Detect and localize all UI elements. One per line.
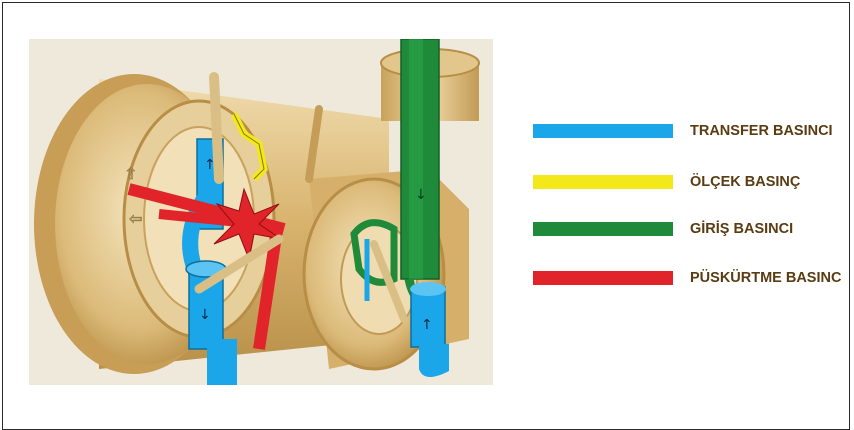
legend-swatch-transfer: [533, 124, 673, 138]
flow-arrow-icon: ↓: [415, 187, 427, 203]
transfer-outlet: [207, 339, 237, 385]
legend-swatch-inlet: [533, 222, 673, 236]
pump-cutaway-svg: ↑ ↓ ↓ ↑ ⇧ ⇦: [29, 39, 493, 385]
flow-arrow-icon: ↑: [204, 157, 216, 173]
transfer-port-right: [410, 282, 446, 296]
pump-cutaway-illustration: ↑ ↓ ↓ ↑ ⇧ ⇦: [29, 39, 493, 385]
legend-label-injection: PÜSKÜRTME BASINC: [690, 268, 841, 288]
legend-label-transfer: TRANSFER BASINCI: [690, 121, 833, 141]
flow-arrow-icon: ⇦: [129, 209, 142, 228]
legend-swatch-injection: [533, 271, 673, 285]
inlet-passage-highlight: [409, 39, 423, 279]
legend-label-inlet: GİRİŞ BASINCI: [690, 219, 793, 239]
flow-arrow-icon: ⇧: [124, 164, 137, 183]
flow-arrow-icon: ↑: [421, 317, 433, 333]
transfer-outlet-right: [419, 344, 449, 377]
flow-arrow-icon: ↓: [199, 307, 211, 323]
legend-label-scale: ÖLÇEK BASINÇ: [690, 172, 800, 192]
legend-swatch-scale: [533, 175, 673, 189]
